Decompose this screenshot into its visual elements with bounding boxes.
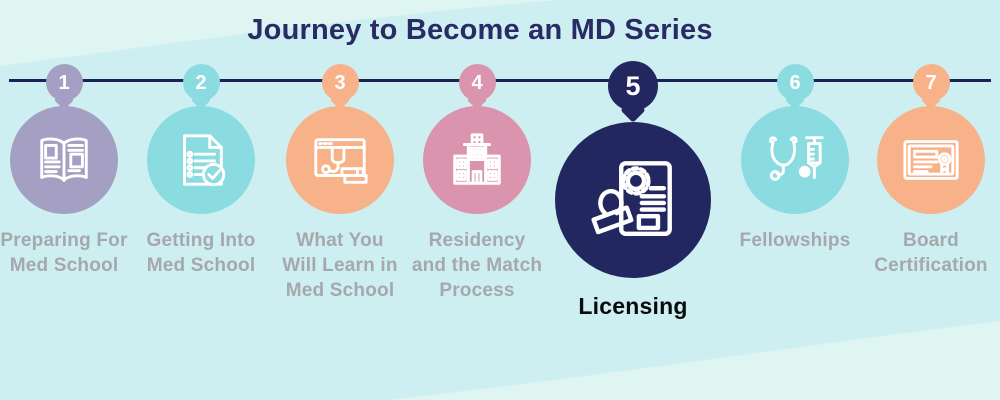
timeline-line (9, 79, 991, 82)
step-number: 4 (471, 71, 483, 94)
step-label: Licensing (578, 293, 688, 319)
step-label: Fellowships (739, 230, 851, 251)
step-circle (10, 106, 118, 214)
medical-tools-icon (769, 136, 824, 181)
step-label: What You Will Learn in Med School (282, 230, 398, 302)
step-circle (423, 106, 531, 214)
step-circle (286, 106, 394, 214)
checklist-icon (183, 134, 226, 187)
step-circle (147, 106, 255, 214)
step-5-licensing-active: 5 Licensing (548, 0, 718, 400)
step-number-badge: 5 (608, 61, 658, 111)
step-6-fellowships: 6 Fellowships (720, 0, 870, 400)
step-number-badge: 2 (182, 64, 220, 101)
step-number-badge: 7 (912, 64, 950, 101)
step-circle (555, 122, 711, 278)
step-4-residency-match: 4 Residency and the Match Process (402, 0, 552, 400)
step-number-badge: 4 (458, 64, 496, 101)
step-3-what-you-will-learn: 3 What You Will Learn in Med School (265, 0, 415, 400)
step-number-badge: 1 (45, 64, 83, 101)
step-number: 3 (334, 71, 346, 94)
step-label: Getting Into Med School (146, 230, 256, 277)
step-number: 6 (789, 71, 801, 94)
step-circle (741, 106, 849, 214)
step-label: Board Certification (874, 230, 988, 277)
step-circle (877, 106, 985, 214)
step-number-badge: 6 (776, 64, 814, 101)
hospital-icon (453, 133, 501, 185)
online-learning-icon (314, 138, 368, 184)
certificate-icon (903, 140, 959, 180)
step-number-badge: 3 (321, 64, 359, 101)
step-label: Preparing For Med School (0, 230, 128, 277)
open-book-icon (40, 137, 88, 182)
step-number: 7 (925, 71, 937, 94)
step-7-board-certification: 7 Board Certification (856, 0, 1000, 400)
step-label: Residency and the Match Process (411, 230, 543, 302)
step-2-getting-into-med-school: 2 Getting Into Med School (126, 0, 276, 400)
license-stamp-icon (591, 161, 672, 236)
step-number: 1 (58, 71, 70, 94)
step-1-preparing-for-med-school: 1 Preparing For Med School (0, 0, 139, 400)
step-number: 5 (625, 70, 641, 101)
step-number: 2 (195, 71, 207, 94)
page-title: Journey to Become an MD Series (247, 14, 713, 46)
